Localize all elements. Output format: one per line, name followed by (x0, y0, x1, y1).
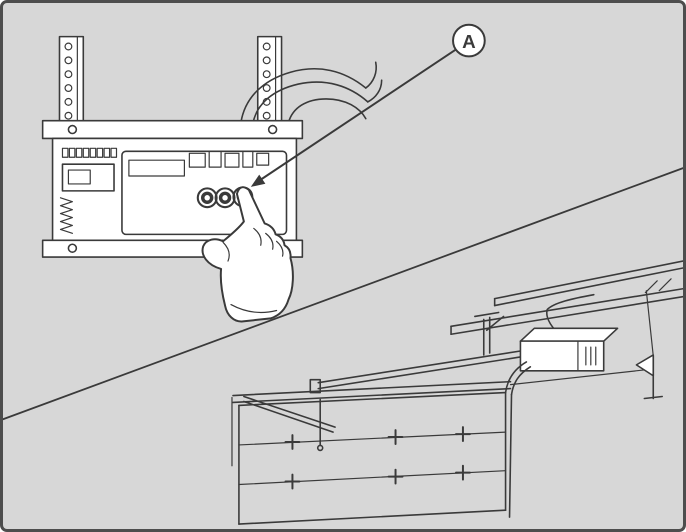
door-top-edge (238, 391, 507, 407)
heatsink-fins (59, 197, 73, 234)
right-mounting-rail (256, 35, 283, 123)
left-mounting-rail (58, 35, 85, 123)
hand (201, 186, 294, 323)
door-bottom-edge (238, 509, 507, 525)
door-hinge-crosses (284, 426, 471, 490)
scene-divider (3, 167, 683, 421)
hanger-bracket (474, 311, 505, 356)
wires (240, 61, 383, 125)
callout-a: A (250, 23, 486, 187)
callout-arrow-line (260, 48, 457, 180)
finger-creases (222, 227, 284, 314)
ceiling-beams (450, 260, 683, 336)
closeup-scene (41, 35, 383, 323)
lift-cable (316, 398, 324, 452)
mounting-rails (58, 35, 283, 123)
component-box (61, 163, 115, 192)
door-header (231, 369, 646, 467)
connector-blocks (188, 150, 270, 168)
door-track (504, 361, 532, 518)
wall-spring-bracket (635, 290, 663, 400)
opener-vent-lines (585, 346, 597, 366)
garage-scene (231, 260, 683, 525)
rivet (267, 124, 278, 135)
opener-rail (309, 350, 522, 394)
callout-arrowhead (250, 174, 266, 187)
terminal-block (61, 147, 118, 158)
figure-illustration: A (3, 23, 683, 525)
opener-unit (519, 327, 619, 372)
rivet (67, 124, 78, 135)
garage-door (238, 391, 507, 525)
panel-components (59, 147, 288, 236)
callout-circle (452, 23, 486, 58)
top-flange (41, 119, 304, 140)
rail-header-bracket (309, 378, 321, 394)
main-board-outline (121, 150, 288, 236)
power-cord (545, 293, 595, 335)
callout-label: A (462, 31, 476, 52)
rivet (67, 243, 78, 253)
ceiling-hatch-marks (644, 278, 672, 294)
